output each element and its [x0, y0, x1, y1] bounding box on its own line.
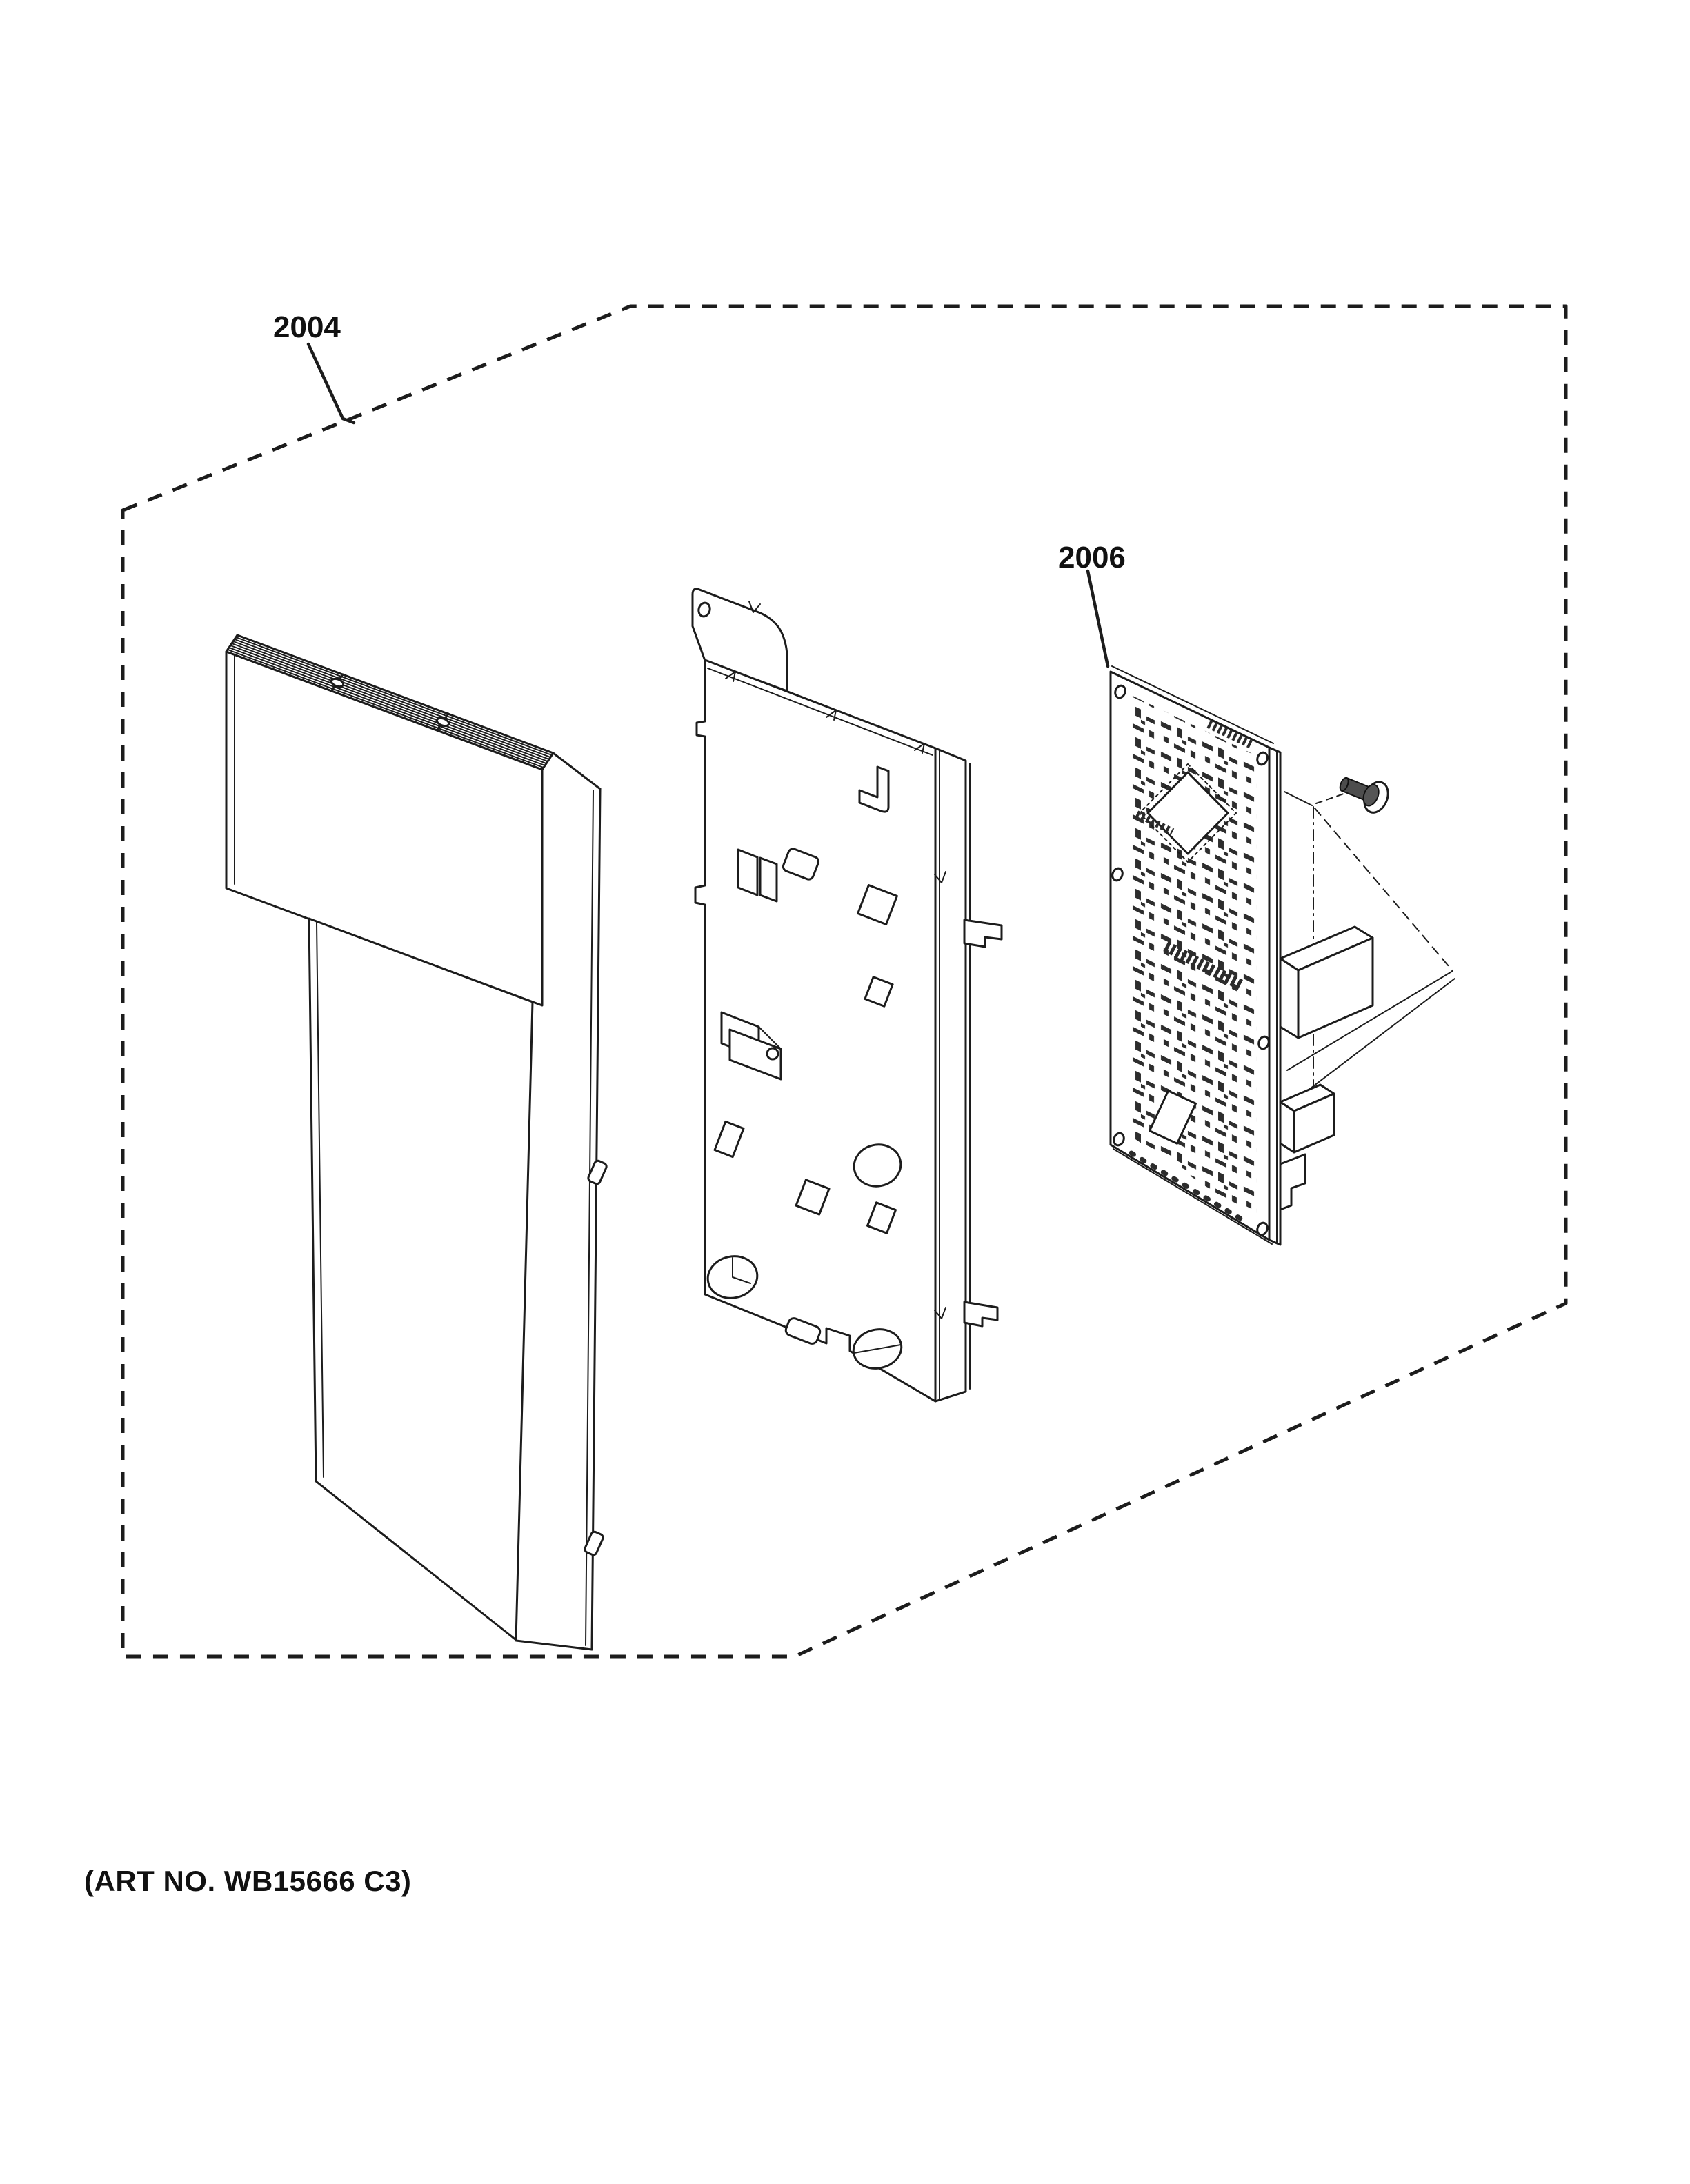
panel-lower-front	[308, 917, 534, 1641]
circuit-board-relay	[1149, 1090, 1197, 1145]
panel-side-trim	[515, 752, 602, 1651]
callout-2006-leader	[1086, 569, 1110, 668]
circuit-board-connectors	[1279, 925, 1374, 1211]
mounting-screw	[1339, 777, 1389, 814]
circuit-board-chip	[1139, 763, 1237, 863]
callout-2004: 2004	[273, 310, 356, 425]
callout-2004-leader	[306, 342, 356, 425]
bracket-tab	[691, 588, 788, 692]
circuit-board	[1109, 665, 1374, 1246]
assembly-boundary	[121, 304, 1568, 1659]
callout-2004-label: 2004	[273, 310, 341, 344]
bracket-right-flange	[934, 747, 971, 1403]
bracket-plate	[691, 588, 1003, 1403]
panel-housing-front	[225, 650, 544, 1007]
bracket-tab-hole	[697, 601, 711, 618]
panel-clip-upper	[587, 1159, 608, 1185]
circuit-board-holes	[1111, 684, 1270, 1236]
art-number: (ART NO. WB15666 C3)	[84, 1865, 411, 1897]
bracket-cutouts	[706, 765, 1003, 1370]
circuit-board-components	[1131, 695, 1257, 1221]
callout-2006: 2006	[1058, 541, 1126, 668]
control-panel	[225, 634, 608, 1651]
panel-grille-slats	[227, 637, 553, 768]
callout-2006-label: 2006	[1058, 541, 1126, 574]
panel-clip-lower	[584, 1530, 604, 1556]
bracket-edge-arrows	[725, 601, 946, 1319]
